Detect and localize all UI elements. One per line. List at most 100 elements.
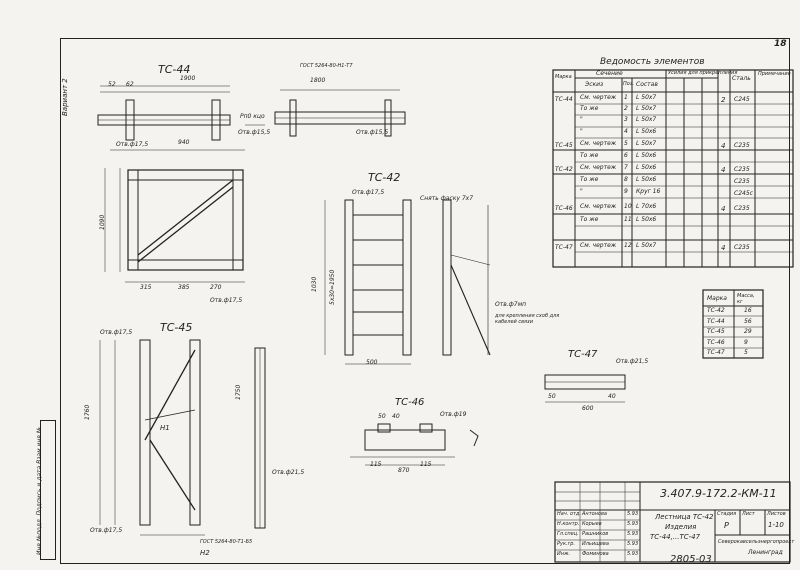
statement-row-profile: L 50х7 — [636, 242, 657, 249]
tc45-callout-1: Отв.ф17,5 — [116, 141, 149, 148]
view-tc42 — [324, 199, 491, 365]
sheet-value: 1-10 — [768, 521, 784, 529]
tc45-callout-2: Отв.ф17,5 — [210, 297, 243, 304]
statement-row-steel: С235 — [734, 142, 750, 149]
statement-row-position: 10 — [624, 203, 632, 210]
statement-row-sketch: См. чертеж — [580, 164, 617, 171]
tc45-dim-4: 385 — [178, 284, 190, 291]
statement-row-profile: L 50х6 — [636, 216, 657, 223]
tc47-dim-1: 600 — [582, 405, 594, 412]
statement-row-steel: С235 — [734, 205, 750, 212]
stage-value: Р — [724, 521, 729, 530]
statement-header-section: Сечение — [596, 70, 623, 77]
statement-row-mark: ТС-47 — [555, 244, 573, 251]
tc46-dim-1: 115 — [370, 461, 382, 468]
statement-row-profile: L 50х6 — [636, 152, 657, 159]
sheet-frame — [60, 38, 790, 564]
statement-row-position: 5 — [624, 140, 628, 147]
org-city: Ленинград — [748, 549, 783, 556]
mass-row-value: 56 — [744, 317, 752, 325]
tc42-note: Снять фаску 7х7 — [420, 195, 474, 202]
statement-row-profile: L 50х7 — [636, 116, 657, 123]
statement-row-count: 4 — [721, 244, 726, 252]
tc45-gost: ГОСТ 5264-80-Т1-Б5 — [200, 539, 253, 545]
tc44-callout-3: Рп0 кцо — [240, 113, 265, 120]
signature-date: 5.93 — [627, 521, 639, 527]
statement-table-lines — [552, 69, 794, 268]
statement-row-position: 4 — [624, 128, 628, 135]
tc45-callout-5: Отв.ф21,5 — [272, 469, 305, 476]
tc45-dim-6: 940 — [178, 139, 190, 146]
bottom-number: 2805-03 — [670, 554, 712, 565]
statement-row-profile: L 50х6 — [636, 164, 657, 171]
signature-date: 5.93 — [627, 551, 639, 557]
tc45-weld-1: Н1 — [160, 424, 170, 432]
tc42-callout-3: для крепления схоб для кабелей связи — [495, 313, 560, 325]
statement-row-mark: ТС-46 — [555, 205, 573, 212]
statement-header-position: Поз. — [623, 81, 635, 87]
mass-row-mark: ТС-47 — [707, 349, 725, 356]
statement-row-mark: ТС-42 — [555, 166, 573, 173]
tc44-gost: ГОСТ 5264-80-Н1-Т7 — [300, 63, 353, 69]
view-tc47 — [544, 374, 626, 403]
mass-row-mark: ТС-46 — [707, 338, 725, 346]
tc44-callout-1: Отв.ф15,5 — [238, 129, 271, 136]
mass-header-mark: Марка — [707, 295, 727, 302]
view-tc45-frame — [104, 149, 245, 283]
tc42-dim-3: 5х30=1950 — [329, 269, 336, 305]
statement-header-note: Примечание — [758, 71, 791, 77]
signature-name: Рашников — [582, 531, 609, 537]
tc46-title: ТС-46 — [395, 397, 425, 408]
statement-row-sketch: См. чертеж — [580, 242, 617, 249]
tc44-callout-2: Отв.ф15,5 — [356, 129, 389, 136]
tc44-dim-2: 1800 — [310, 77, 326, 84]
statement-row-count: 4 — [721, 166, 726, 174]
statement-row-sketch: То же — [580, 152, 599, 159]
statement-row-position: 1 — [624, 94, 628, 101]
tc42-dim-2: 1030 — [311, 276, 318, 292]
tc45-callout-4: Отв.ф17,5 — [90, 527, 123, 534]
doc-code: 3.407.9-172.2-КМ-11 — [660, 487, 777, 500]
tc47-callout: Отв.ф21,5 — [616, 358, 649, 365]
view-tc46 — [350, 423, 479, 466]
mass-row-mark: ТС-42 — [707, 307, 725, 314]
statement-row-profile: Круг 16 — [636, 188, 661, 195]
tc45-dim-5: 270 — [210, 284, 222, 291]
stage-label: Стадия — [717, 511, 737, 517]
statement-row-position: 9 — [624, 188, 628, 195]
statement-row-position: 11 — [624, 216, 632, 223]
tc45-title: ТС-45 — [160, 321, 193, 334]
signature-role: Нач. отд. — [557, 511, 581, 517]
signature-date: 5.93 — [627, 511, 639, 517]
statement-row-mark: ТС-45 — [555, 142, 573, 149]
statement-row-position: 8 — [624, 176, 628, 183]
tc45-dim-2: 1750 — [235, 384, 242, 400]
statement-row-position: 6 — [624, 152, 628, 159]
sheet-label: Лист — [742, 511, 755, 517]
doc-name-line-2: Изделия — [665, 523, 697, 531]
statement-row-profile: L 50х7 — [636, 140, 657, 147]
tc47-dim-2: 50 — [548, 393, 556, 400]
tc44-title: ТС-44 — [158, 63, 191, 76]
statement-header-profile: Состав — [636, 81, 658, 88]
view-tc45-ladder — [99, 339, 266, 536]
tc45-weld-2: Н2 — [200, 549, 210, 557]
tc42-dim-1: 500 — [366, 359, 378, 366]
signature-name: Фоминова — [582, 551, 609, 557]
tc46-callout: Отв.ф19 — [440, 411, 467, 418]
tc45-dim-7: 1090 — [99, 214, 106, 230]
statement-row-count: 4 — [721, 205, 726, 213]
statement-row-count: 4 — [721, 142, 726, 150]
signature-name: Корыев — [582, 521, 602, 527]
doc-name-line-3: ТС-44,...ТС-47 — [650, 533, 701, 541]
mass-header-mass: Масса, кг — [737, 293, 755, 305]
mass-row-mark: ТС-44 — [707, 317, 725, 325]
signature-role: Н.контр. — [557, 521, 580, 527]
statement-row-steel: С235 — [734, 178, 750, 185]
tc45-callout-3: Отв.ф17,5 — [100, 329, 133, 336]
statement-row-sketch: " — [580, 128, 583, 135]
statement-row-position: 7 — [624, 164, 628, 171]
statement-row-profile: L 50х7 — [636, 94, 657, 101]
